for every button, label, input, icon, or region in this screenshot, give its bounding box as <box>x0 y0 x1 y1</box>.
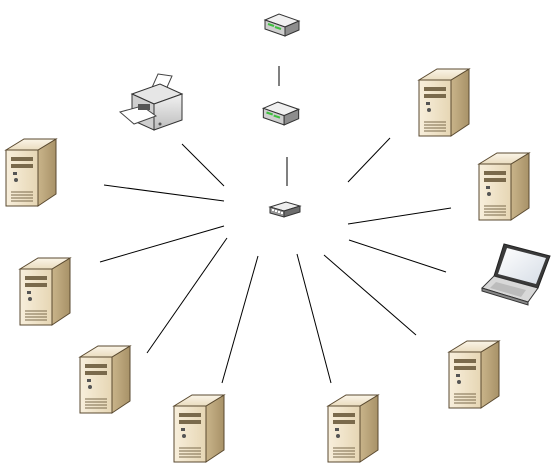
link-switch-laptop <box>349 240 446 272</box>
server-tower-icon <box>6 139 56 206</box>
link-switch-printer <box>182 144 224 186</box>
server-tower-icon <box>449 341 499 408</box>
server-tower-icon <box>479 153 529 220</box>
modem-icon <box>265 14 299 36</box>
link-switch-server-bottom-right <box>297 254 331 383</box>
link-switch-server-left-bottom <box>147 238 227 353</box>
laptop-icon <box>482 244 550 305</box>
router-icon <box>263 102 298 125</box>
server-tower-icon <box>80 346 130 413</box>
link-switch-server-left-mid <box>100 226 224 262</box>
link-switch-server-left-top <box>104 185 224 201</box>
server-tower-icon <box>20 258 70 325</box>
server-tower-icon <box>419 69 469 136</box>
link-switch-server-right-bottom <box>324 255 416 335</box>
link-switch-server-right-top <box>348 138 390 182</box>
link-switch-server-right-mid <box>348 208 451 224</box>
link-switch-server-bottom-left <box>222 256 258 383</box>
server-tower-icon <box>328 395 378 462</box>
server-tower-icon <box>174 395 224 462</box>
printer-icon <box>120 74 182 130</box>
network-switch-icon <box>270 202 300 217</box>
